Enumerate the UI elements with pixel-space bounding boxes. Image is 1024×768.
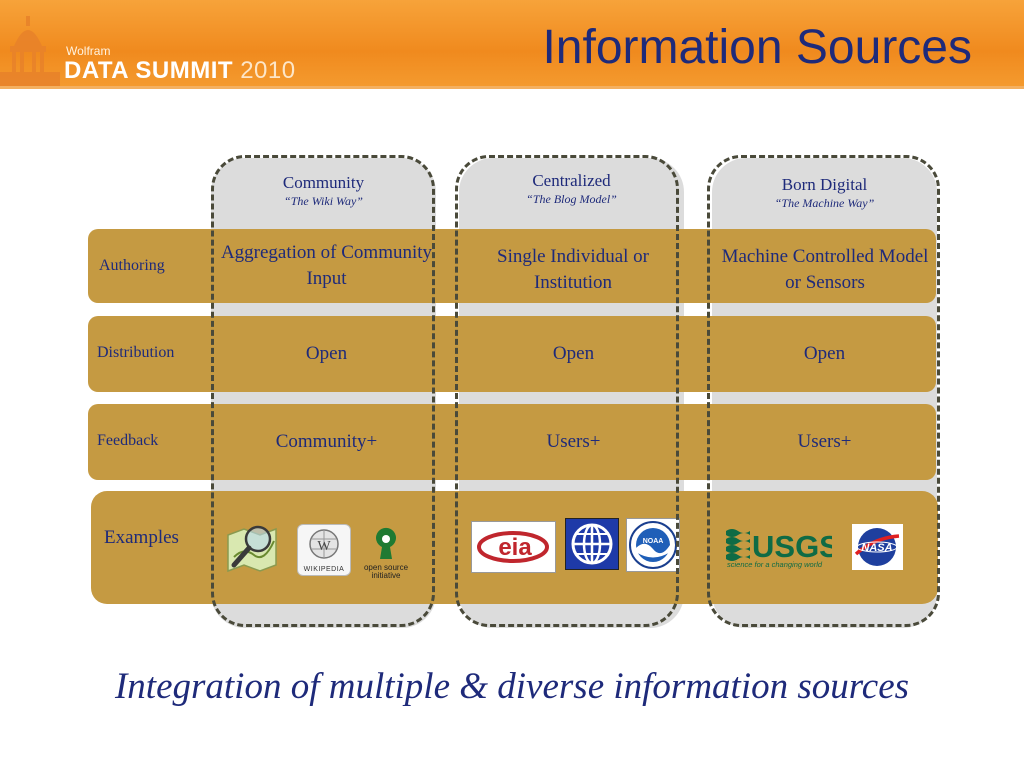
- row-feedback: [88, 404, 936, 480]
- column-border-born-digital: [707, 155, 940, 627]
- usgs-tagline: science for a changing world: [727, 560, 823, 569]
- column-header-born-digital: Born Digital “The Machine Way”: [712, 175, 937, 211]
- column-title: Born Digital: [781, 175, 868, 194]
- column-border-centralized: [455, 155, 679, 627]
- eia-logo: eia: [471, 521, 556, 573]
- eia-wordmark: eia: [498, 534, 532, 561]
- brand-logo: DATA SUMMIT 2010: [64, 57, 296, 85]
- svg-text:W: W: [317, 539, 331, 554]
- noaa-logo: NOAA: [626, 518, 680, 572]
- cell-authoring-centralized: Single Individual or Institution: [497, 246, 649, 293]
- column-border-community: [211, 155, 435, 627]
- cell-distribution-born-digital: Open: [803, 343, 846, 364]
- brand-wolfram: Wolfram: [66, 44, 111, 58]
- nasa-logo: NASA: [852, 524, 903, 570]
- capitol-icon: [0, 16, 60, 86]
- usgs-logo: USGS science for a changing world: [726, 523, 840, 569]
- nasa-wordmark: NASA: [861, 542, 892, 554]
- cell-feedback-born-digital: Users+: [797, 431, 852, 452]
- row-distribution: [88, 316, 936, 392]
- header-divider: [0, 86, 1024, 89]
- column-subtitle: “The Blog Model”: [526, 192, 617, 206]
- row-label-distribution: Distribution: [97, 344, 175, 361]
- usgs-wordmark: USGS: [752, 529, 832, 564]
- wikipedia-wordmark: WIKIPEDIA: [303, 566, 345, 573]
- row-label-feedback: Feedback: [97, 432, 159, 449]
- column-subtitle: “The Machine Way”: [774, 196, 875, 210]
- osi-text-line2: initiative: [371, 571, 401, 580]
- brand-name: DATA SUMMIT: [64, 57, 234, 84]
- cell-distribution-community: Open: [305, 343, 348, 364]
- osi-keyhole-icon: [376, 527, 396, 559]
- row-label-authoring: Authoring: [99, 257, 165, 274]
- row-authoring: [88, 229, 936, 303]
- cell-authoring-community: Aggregation of Community Input: [220, 242, 433, 289]
- column-title: Centralized: [532, 171, 611, 190]
- wikipedia-globe-icon: W: [309, 529, 339, 559]
- column-subtitle: “The Wiki Way”: [284, 194, 363, 208]
- cell-authoring-born-digital: Machine Controlled Model or Sensors: [721, 246, 929, 293]
- open-source-initiative-logo: open source initiative: [356, 525, 416, 580]
- brand-year: 2010: [240, 57, 296, 84]
- wikipedia-logo: W WIKIPEDIA: [297, 524, 351, 576]
- header-bar: Wolfram DATA SUMMIT 2010 Information Sou…: [0, 0, 1024, 86]
- openstreetmap-logo: [227, 525, 277, 573]
- osi-text-line1: open source: [363, 563, 409, 572]
- column-title: Community: [282, 173, 365, 192]
- cell-feedback-community: Community+: [275, 431, 378, 452]
- slide-title: Information Sources: [542, 21, 972, 74]
- cell-distribution-centralized: Open: [552, 343, 595, 364]
- noaa-wordmark: NOAA: [643, 538, 664, 545]
- cell-feedback-centralized: Users+: [546, 431, 601, 452]
- row-label-examples: Examples: [104, 527, 179, 548]
- column-header-centralized: Centralized “The Blog Model”: [459, 171, 684, 207]
- world-bank-logo: [565, 518, 619, 570]
- column-header-community: Community “The Wiki Way”: [211, 173, 436, 209]
- footer-caption: Integration of multiple & diverse inform…: [114, 666, 910, 707]
- world-globe-icon: [571, 523, 613, 565]
